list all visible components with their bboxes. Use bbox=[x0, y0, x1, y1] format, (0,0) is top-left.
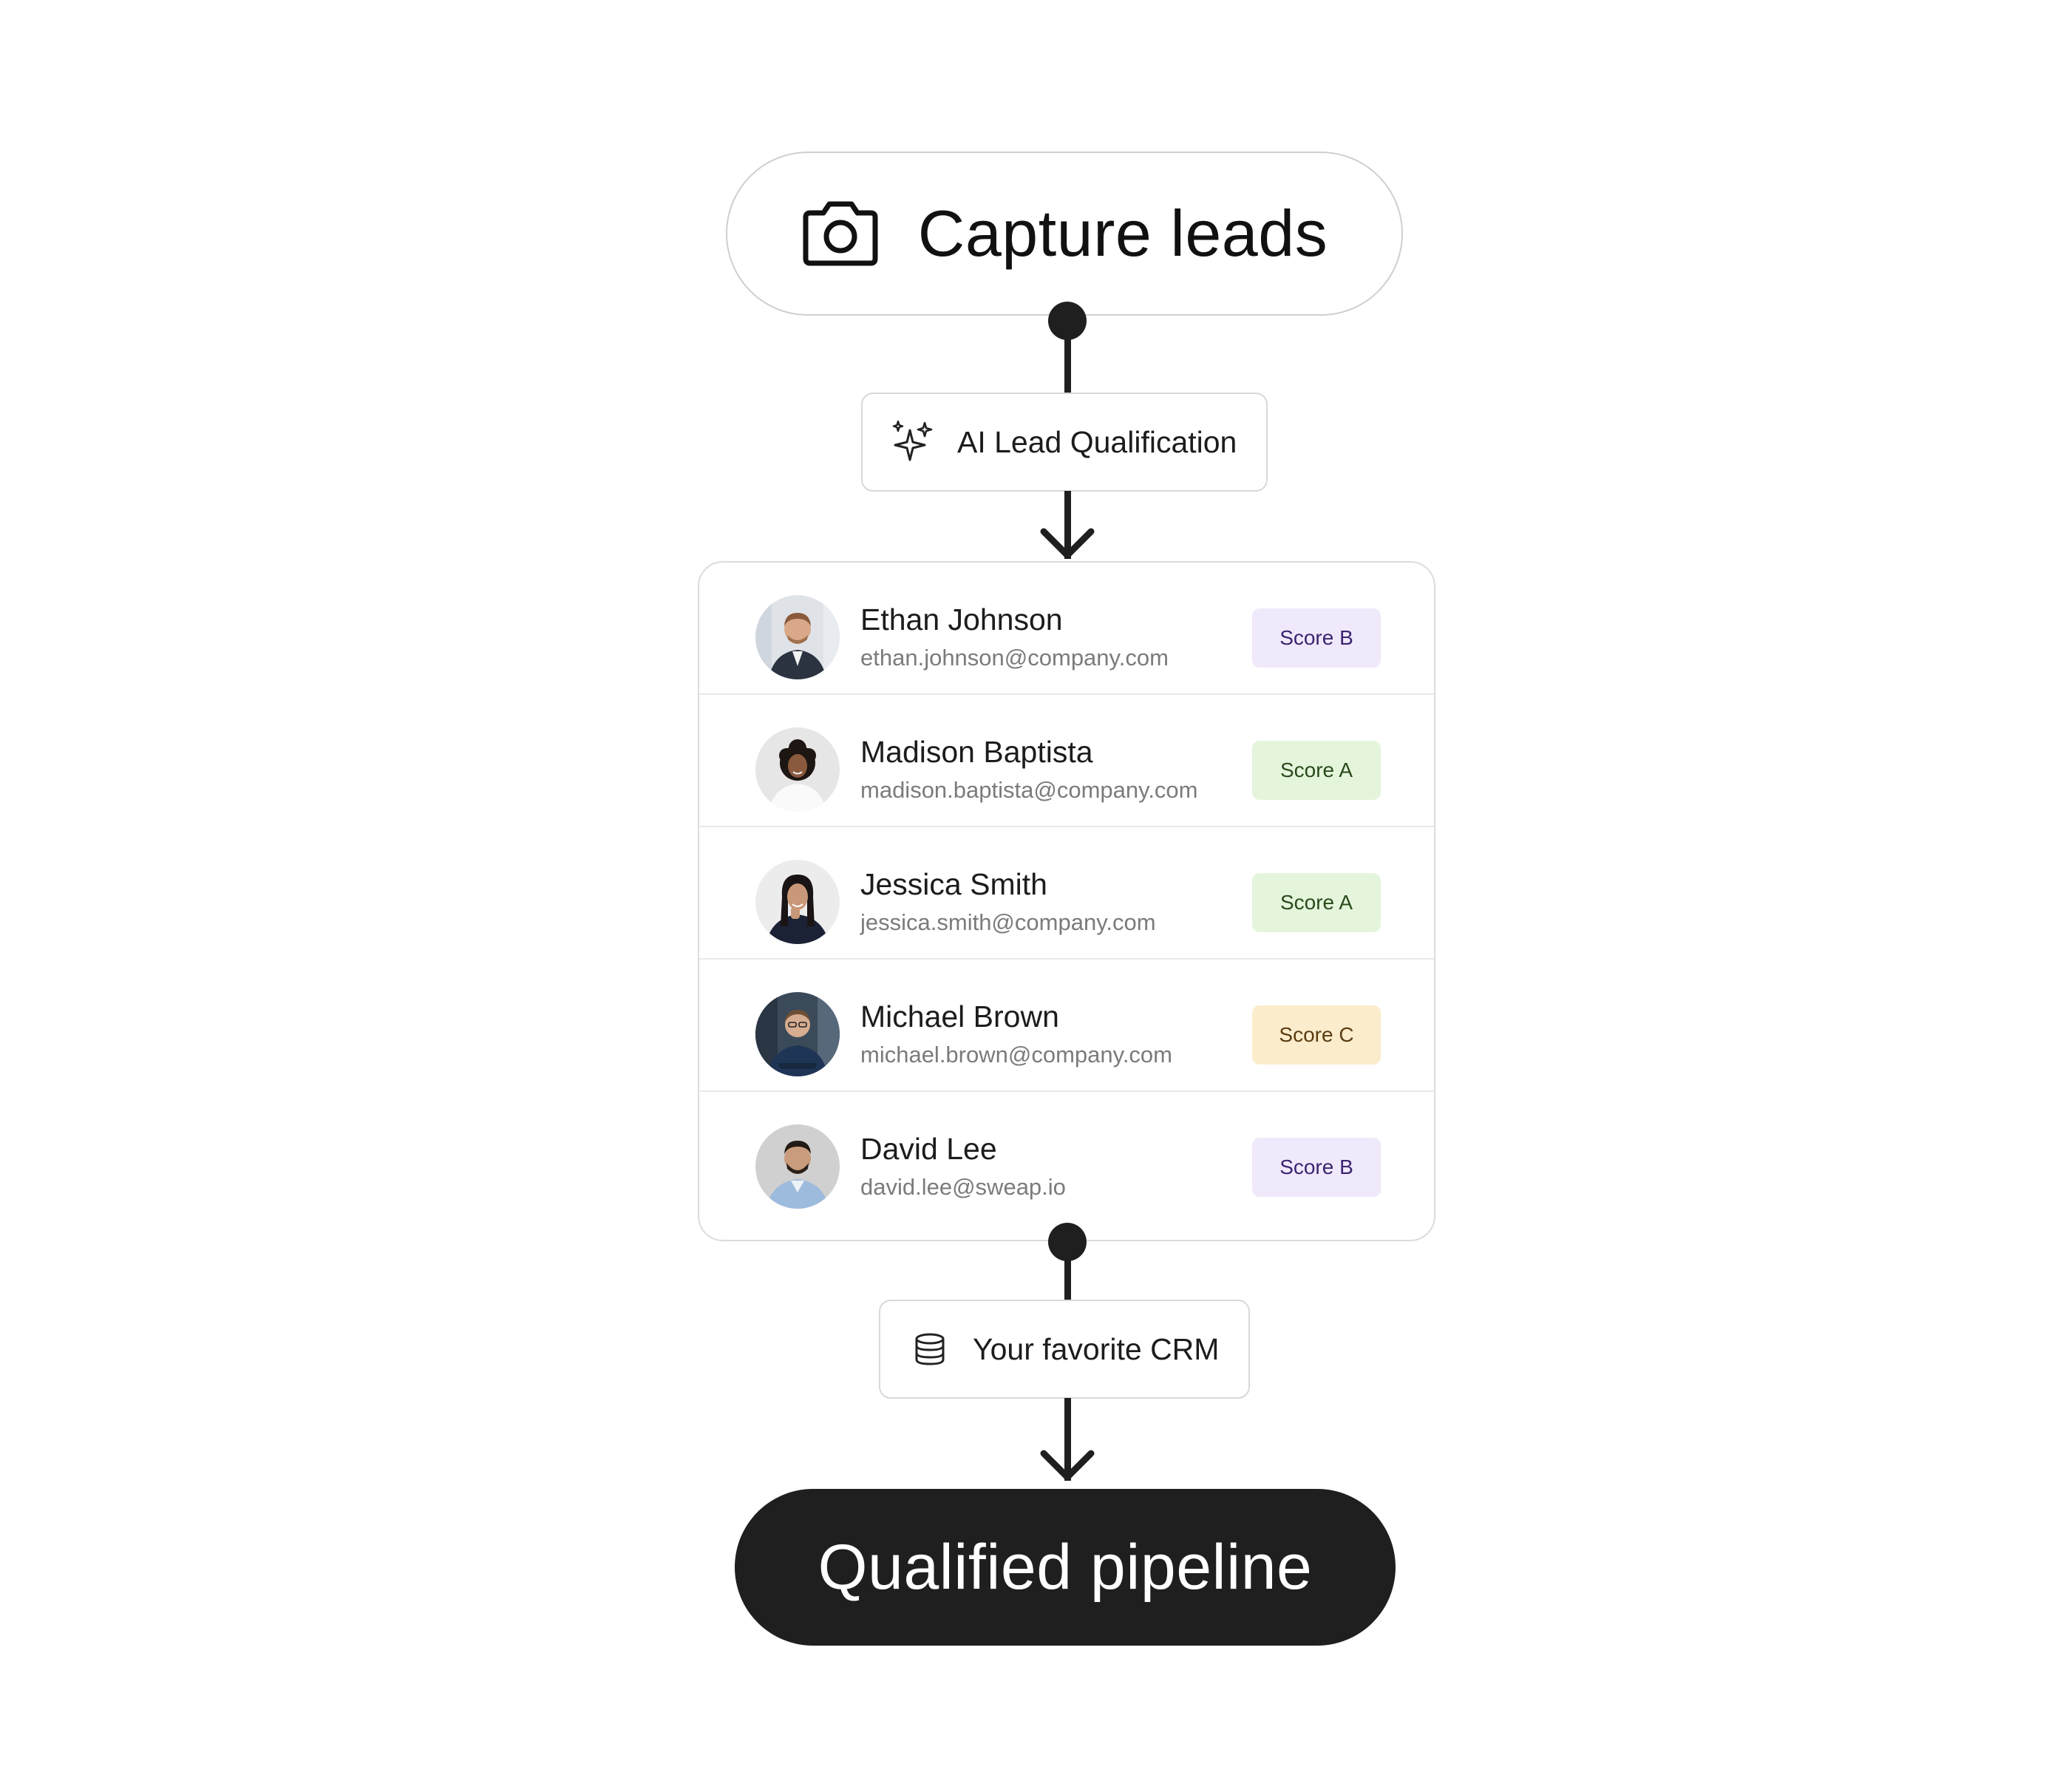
arrow-down-icon bbox=[1040, 528, 1095, 559]
qualified-pipeline-title: Qualified pipeline bbox=[818, 1531, 1313, 1603]
score-badge: Score A bbox=[1252, 873, 1381, 932]
capture-leads-title: Capture leads bbox=[917, 197, 1328, 270]
qualified-pipeline-pill: Qualified pipeline bbox=[735, 1489, 1396, 1646]
sparkles-icon bbox=[892, 420, 933, 461]
connector-line-3 bbox=[1064, 1246, 1071, 1301]
lead-email: ethan.johnson@company.com bbox=[860, 645, 1169, 671]
lead-name: Jessica Smith bbox=[860, 867, 1047, 901]
lead-list-card: Ethan Johnson ethan.johnson@company.com … bbox=[698, 561, 1435, 1241]
score-badge: Score B bbox=[1252, 1138, 1381, 1197]
avatar bbox=[755, 595, 840, 679]
score-badge: Score B bbox=[1252, 608, 1381, 668]
capture-leads-pill: Capture leads bbox=[726, 152, 1403, 316]
lead-name: Ethan Johnson bbox=[860, 603, 1063, 637]
arrow-down-icon bbox=[1040, 1450, 1095, 1481]
lead-email: jessica.smith@company.com bbox=[860, 909, 1156, 935]
avatar bbox=[755, 727, 840, 812]
lead-email: david.lee@sweap.io bbox=[860, 1174, 1066, 1200]
connector-line-2 bbox=[1064, 491, 1071, 559]
score-badge: Score A bbox=[1252, 741, 1381, 800]
lead-row[interactable]: Ethan Johnson ethan.johnson@company.com … bbox=[699, 563, 1434, 695]
avatar bbox=[755, 992, 840, 1076]
connector-line-4 bbox=[1064, 1398, 1071, 1481]
lead-row[interactable]: Madison Baptista madison.baptista@compan… bbox=[699, 695, 1434, 827]
camera-icon bbox=[803, 201, 878, 266]
avatar bbox=[755, 860, 840, 944]
ai-lead-qualification-box: AI Lead Qualification bbox=[861, 393, 1268, 492]
score-badge: Score C bbox=[1252, 1005, 1381, 1065]
ai-lead-qualification-label: AI Lead Qualification bbox=[957, 424, 1237, 459]
lead-name: Madison Baptista bbox=[860, 735, 1093, 769]
crm-label: Your favorite CRM bbox=[973, 1331, 1220, 1366]
database-icon bbox=[915, 1333, 945, 1365]
connector-line-1 bbox=[1064, 325, 1071, 393]
lead-row[interactable]: Jessica Smith jessica.smith@company.com … bbox=[699, 827, 1434, 960]
lead-email: madison.baptista@company.com bbox=[860, 777, 1198, 803]
lead-row[interactable]: David Lee david.lee@sweap.io Score B bbox=[699, 1092, 1434, 1224]
lead-name: David Lee bbox=[860, 1132, 997, 1166]
lead-name: Michael Brown bbox=[860, 999, 1059, 1034]
avatar bbox=[755, 1124, 840, 1209]
crm-box: Your favorite CRM bbox=[879, 1300, 1250, 1399]
lead-row[interactable]: Michael Brown michael.brown@company.com … bbox=[699, 960, 1434, 1092]
lead-email: michael.brown@company.com bbox=[860, 1042, 1172, 1068]
